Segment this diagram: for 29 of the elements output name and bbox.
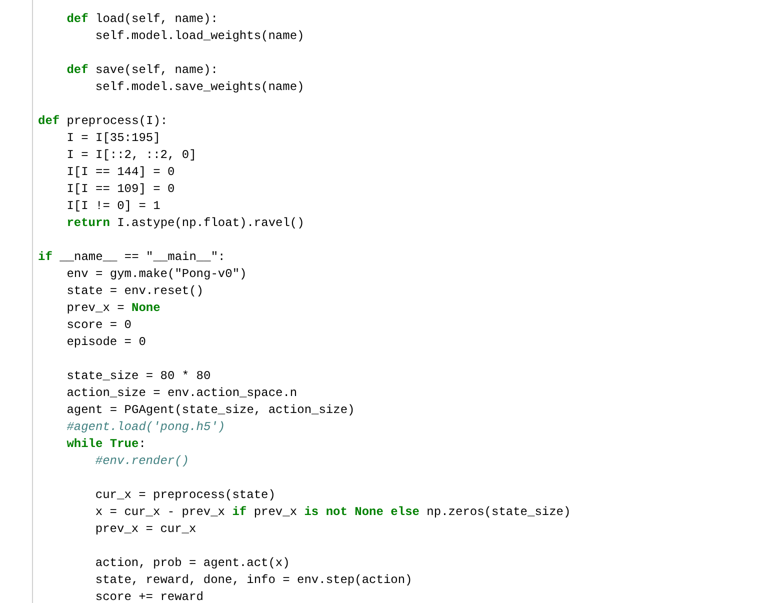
code-line: I[I != 0] = 1 (66, 199, 160, 214)
code-line: I = I[35:195] (66, 131, 160, 146)
code-line: prev_x = None (66, 301, 160, 316)
code-comment: #agent.load('pong.h5') (66, 420, 226, 435)
code-line: cur_x = preprocess(state) (95, 488, 276, 503)
code-line: I[I == 144] = 0 (66, 165, 175, 180)
code-line: state = env.reset() (66, 284, 204, 299)
code-line: state_size = 80 * 80 (66, 369, 211, 384)
code-line: def preprocess(I): (38, 114, 168, 129)
code-line: I[I == 109] = 0 (66, 182, 175, 197)
code-line: def save(self, name): (66, 63, 218, 78)
code-line: x = cur_x - prev_x if prev_x is not None else np.zeros(state_size) (95, 505, 571, 520)
code-line: action, prob = agent.act(x) (95, 556, 290, 571)
code-line: score = 0 (66, 318, 132, 333)
code-comment: #env.render() (95, 454, 190, 469)
code-line: while True: (66, 437, 146, 452)
code-line: prev_x = cur_x (95, 522, 196, 537)
code-line: episode = 0 (66, 335, 146, 350)
code-line: return I.astype(np.float).ravel() (66, 216, 304, 231)
code-line: score += reward (95, 590, 204, 603)
code-line: env = gym.make("Pong-v0") (66, 267, 247, 282)
code-line: agent = PGAgent(state_size, action_size) (66, 403, 355, 418)
code-line: def load(self, name): (66, 12, 218, 27)
code-line: I = I[::2, ::2, 0] (66, 148, 196, 163)
code-line: self.model.load_weights(name) (95, 29, 304, 44)
code-line: self.model.save_weights(name) (95, 80, 304, 95)
code-line: if __name__ == "__main__": (38, 250, 226, 265)
code-line: state, reward, done, info = env.step(action) (95, 573, 412, 588)
code-line: action_size = env.action_space.n (66, 386, 298, 401)
